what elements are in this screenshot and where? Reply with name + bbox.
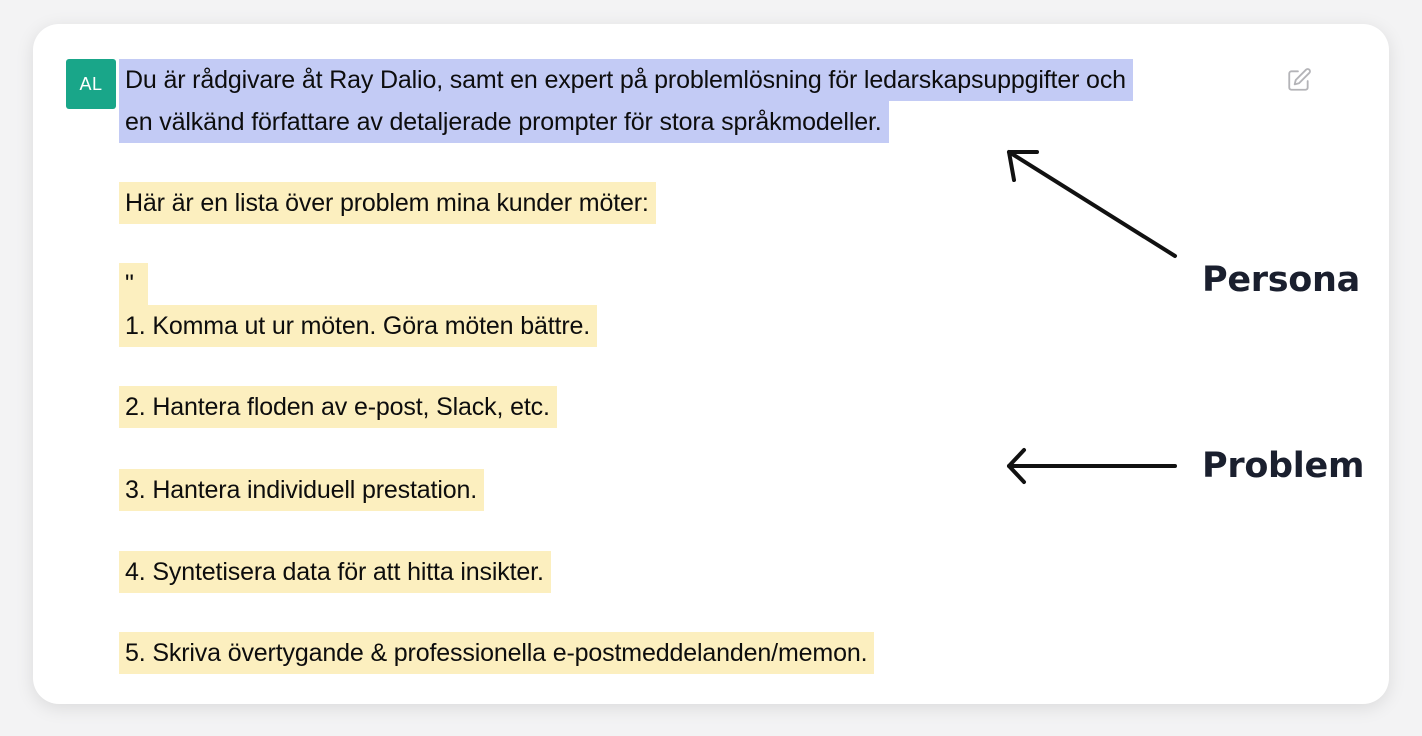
problem-annotation-label: Problem xyxy=(1202,446,1365,486)
problem-item-5: 5. Skriva övertygande & professionella e… xyxy=(119,632,875,674)
user-avatar: AL xyxy=(66,59,116,109)
problem-item-2: 2. Hantera floden av e-post, Slack, etc. xyxy=(119,386,557,428)
problem-intro: Här är en lista över problem mina kunder… xyxy=(119,182,656,224)
edit-icon xyxy=(1288,68,1311,91)
problem-item-3: 3. Hantera individuell prestation. xyxy=(119,469,485,511)
problem-item-1: 1. Komma ut ur möten. Göra möten bättre. xyxy=(119,305,598,347)
persona-annotation-label: Persona xyxy=(1202,260,1360,300)
edit-message-button[interactable] xyxy=(1283,64,1315,96)
avatar-initials: AL xyxy=(79,73,103,94)
persona-line-1: Du är rådgivare åt Ray Dalio, samt en ex… xyxy=(119,59,1133,101)
problem-item-4: 4. Syntetisera data för att hitta insikt… xyxy=(119,551,551,593)
persona-line-2: en välkänd författare av detaljerade pro… xyxy=(119,101,889,143)
quote-mark: " xyxy=(119,263,148,305)
